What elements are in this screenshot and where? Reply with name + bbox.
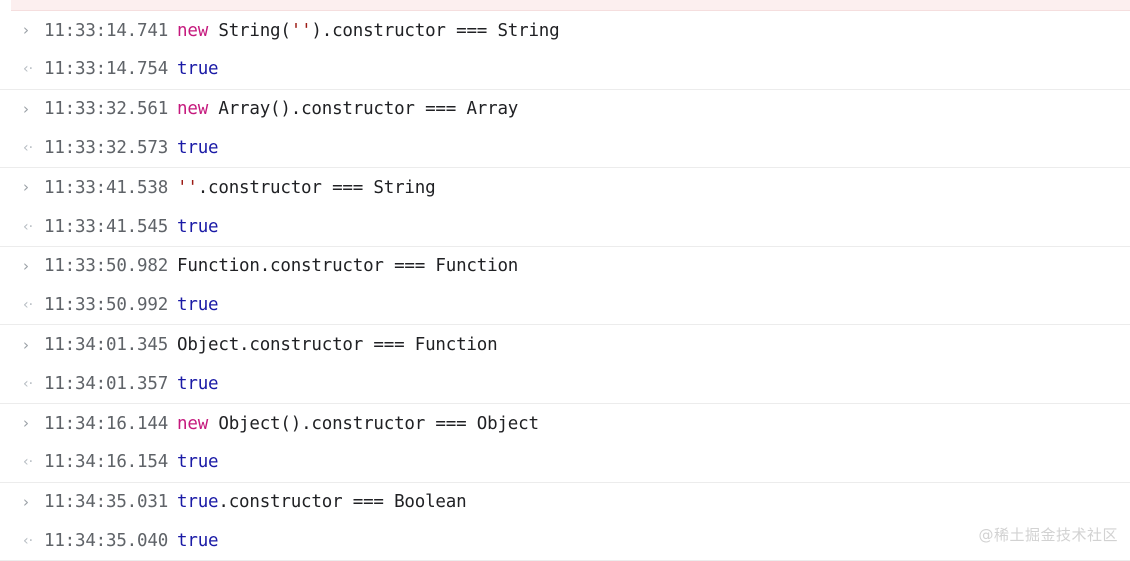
output-value: true bbox=[177, 531, 219, 551]
input-timestamp: 11:34:16.144 bbox=[44, 413, 169, 434]
expression-token: .constructor === String bbox=[197, 177, 436, 198]
expression-token: '' bbox=[177, 177, 198, 198]
console-output-row[interactable]: ‹· 11:34:16.154 true bbox=[0, 443, 1130, 483]
output-timestamp: 11:34:35.040 bbox=[44, 531, 169, 551]
console-output-row[interactable]: ‹· 11:33:41.545 true bbox=[0, 207, 1130, 247]
output-timestamp: 11:33:14.754 bbox=[44, 59, 169, 80]
console-error-strip bbox=[11, 0, 1130, 11]
console-output-row[interactable]: ‹· 11:33:50.992 true bbox=[0, 286, 1130, 326]
output-value: true bbox=[177, 295, 219, 316]
output-value: true bbox=[177, 452, 219, 473]
expression-token: new bbox=[177, 99, 209, 120]
chevron-left-return-icon: ‹· bbox=[23, 140, 34, 157]
chevron-right-icon: › bbox=[23, 99, 29, 118]
chevron-right-icon: › bbox=[23, 414, 29, 433]
input-timestamp: 11:33:14.741 bbox=[44, 20, 169, 41]
expression-token: Object().constructor === Object bbox=[208, 413, 539, 434]
expression-token: true bbox=[177, 492, 219, 513]
chevron-left-return-icon: ‹· bbox=[23, 533, 34, 549]
console-output-row[interactable]: ‹· 11:33:14.754 true bbox=[0, 50, 1130, 90]
chevron-left-return-icon: ‹· bbox=[23, 61, 34, 78]
input-expression: Function.constructor === Function bbox=[177, 256, 518, 276]
output-value: true bbox=[177, 373, 219, 394]
chevron-left-return-icon: ‹· bbox=[23, 297, 34, 314]
expression-token: String( bbox=[208, 20, 291, 41]
chevron-right-icon: › bbox=[23, 178, 29, 197]
console-input-row[interactable]: › 11:34:16.144 new Object().constructor ==… bbox=[0, 403, 1130, 444]
input-expression: Object.constructor === Function bbox=[177, 335, 498, 356]
output-timestamp: 11:34:16.154 bbox=[44, 452, 169, 473]
console-input-row[interactable]: › 11:34:35.031 true.constructor === Boolea… bbox=[0, 482, 1130, 522]
output-timestamp: 11:33:50.992 bbox=[44, 295, 169, 316]
expression-token: Object.constructor === Function bbox=[177, 335, 498, 356]
console-input-row[interactable]: › 11:33:14.741 new String('').constructor … bbox=[0, 11, 1130, 51]
input-expression: new Array().constructor === Array bbox=[177, 99, 518, 119]
expression-token: new bbox=[177, 413, 209, 434]
console-output-row[interactable]: ‹· 11:33:32.573 true bbox=[0, 128, 1130, 169]
expression-token: Array().constructor === Array bbox=[208, 99, 519, 120]
expression-token: new bbox=[177, 20, 209, 41]
chevron-right-icon: › bbox=[23, 256, 29, 275]
expression-token: .constructor === Boolean bbox=[218, 492, 467, 513]
output-timestamp: 11:34:01.357 bbox=[44, 373, 169, 394]
output-value: true bbox=[177, 216, 219, 237]
input-expression: new Object().constructor === Object bbox=[177, 414, 539, 434]
input-expression: new String('').constructor === String bbox=[177, 20, 560, 41]
console-input-row[interactable]: › 11:33:32.561 new Array().constructor ===… bbox=[0, 89, 1130, 129]
chevron-left-return-icon: ‹· bbox=[23, 218, 34, 235]
chevron-right-icon: › bbox=[23, 21, 29, 40]
input-timestamp: 11:34:35.031 bbox=[44, 492, 169, 513]
input-timestamp: 11:33:50.982 bbox=[44, 256, 169, 277]
output-timestamp: 11:33:41.545 bbox=[44, 216, 169, 237]
input-timestamp: 11:33:41.538 bbox=[44, 177, 169, 198]
output-value: true bbox=[177, 138, 219, 159]
console-output-row[interactable]: ‹· 11:34:35.040 true bbox=[0, 521, 1130, 561]
console-input-row[interactable]: › 11:34:01.345 Object.constructor === Func… bbox=[0, 325, 1130, 365]
input-expression: ''.constructor === String bbox=[177, 177, 436, 198]
console-input-row[interactable]: › 11:33:41.538 ''.constructor === String bbox=[0, 168, 1130, 208]
console-output-row[interactable]: ‹· 11:34:01.357 true bbox=[0, 364, 1130, 404]
expression-token: ).constructor === String bbox=[311, 20, 560, 41]
watermark: @稀土掘金技术社区 bbox=[978, 526, 1118, 544]
chevron-left-return-icon: ‹· bbox=[23, 454, 34, 471]
output-timestamp: 11:33:32.573 bbox=[44, 138, 169, 159]
expression-token: '' bbox=[290, 20, 312, 41]
chevron-left-return-icon: ‹· bbox=[23, 375, 34, 392]
input-expression: true.constructor === Boolean bbox=[177, 492, 467, 513]
expression-token: Function.constructor === Function bbox=[177, 256, 519, 277]
input-timestamp: 11:33:32.561 bbox=[44, 99, 169, 120]
output-value: true bbox=[177, 59, 219, 80]
chevron-right-icon: › bbox=[23, 335, 29, 354]
console-input-row[interactable]: › 11:33:50.982 Function.constructor === Fu… bbox=[0, 246, 1130, 287]
chevron-right-icon: › bbox=[23, 492, 29, 511]
input-timestamp: 11:34:01.345 bbox=[44, 335, 169, 356]
